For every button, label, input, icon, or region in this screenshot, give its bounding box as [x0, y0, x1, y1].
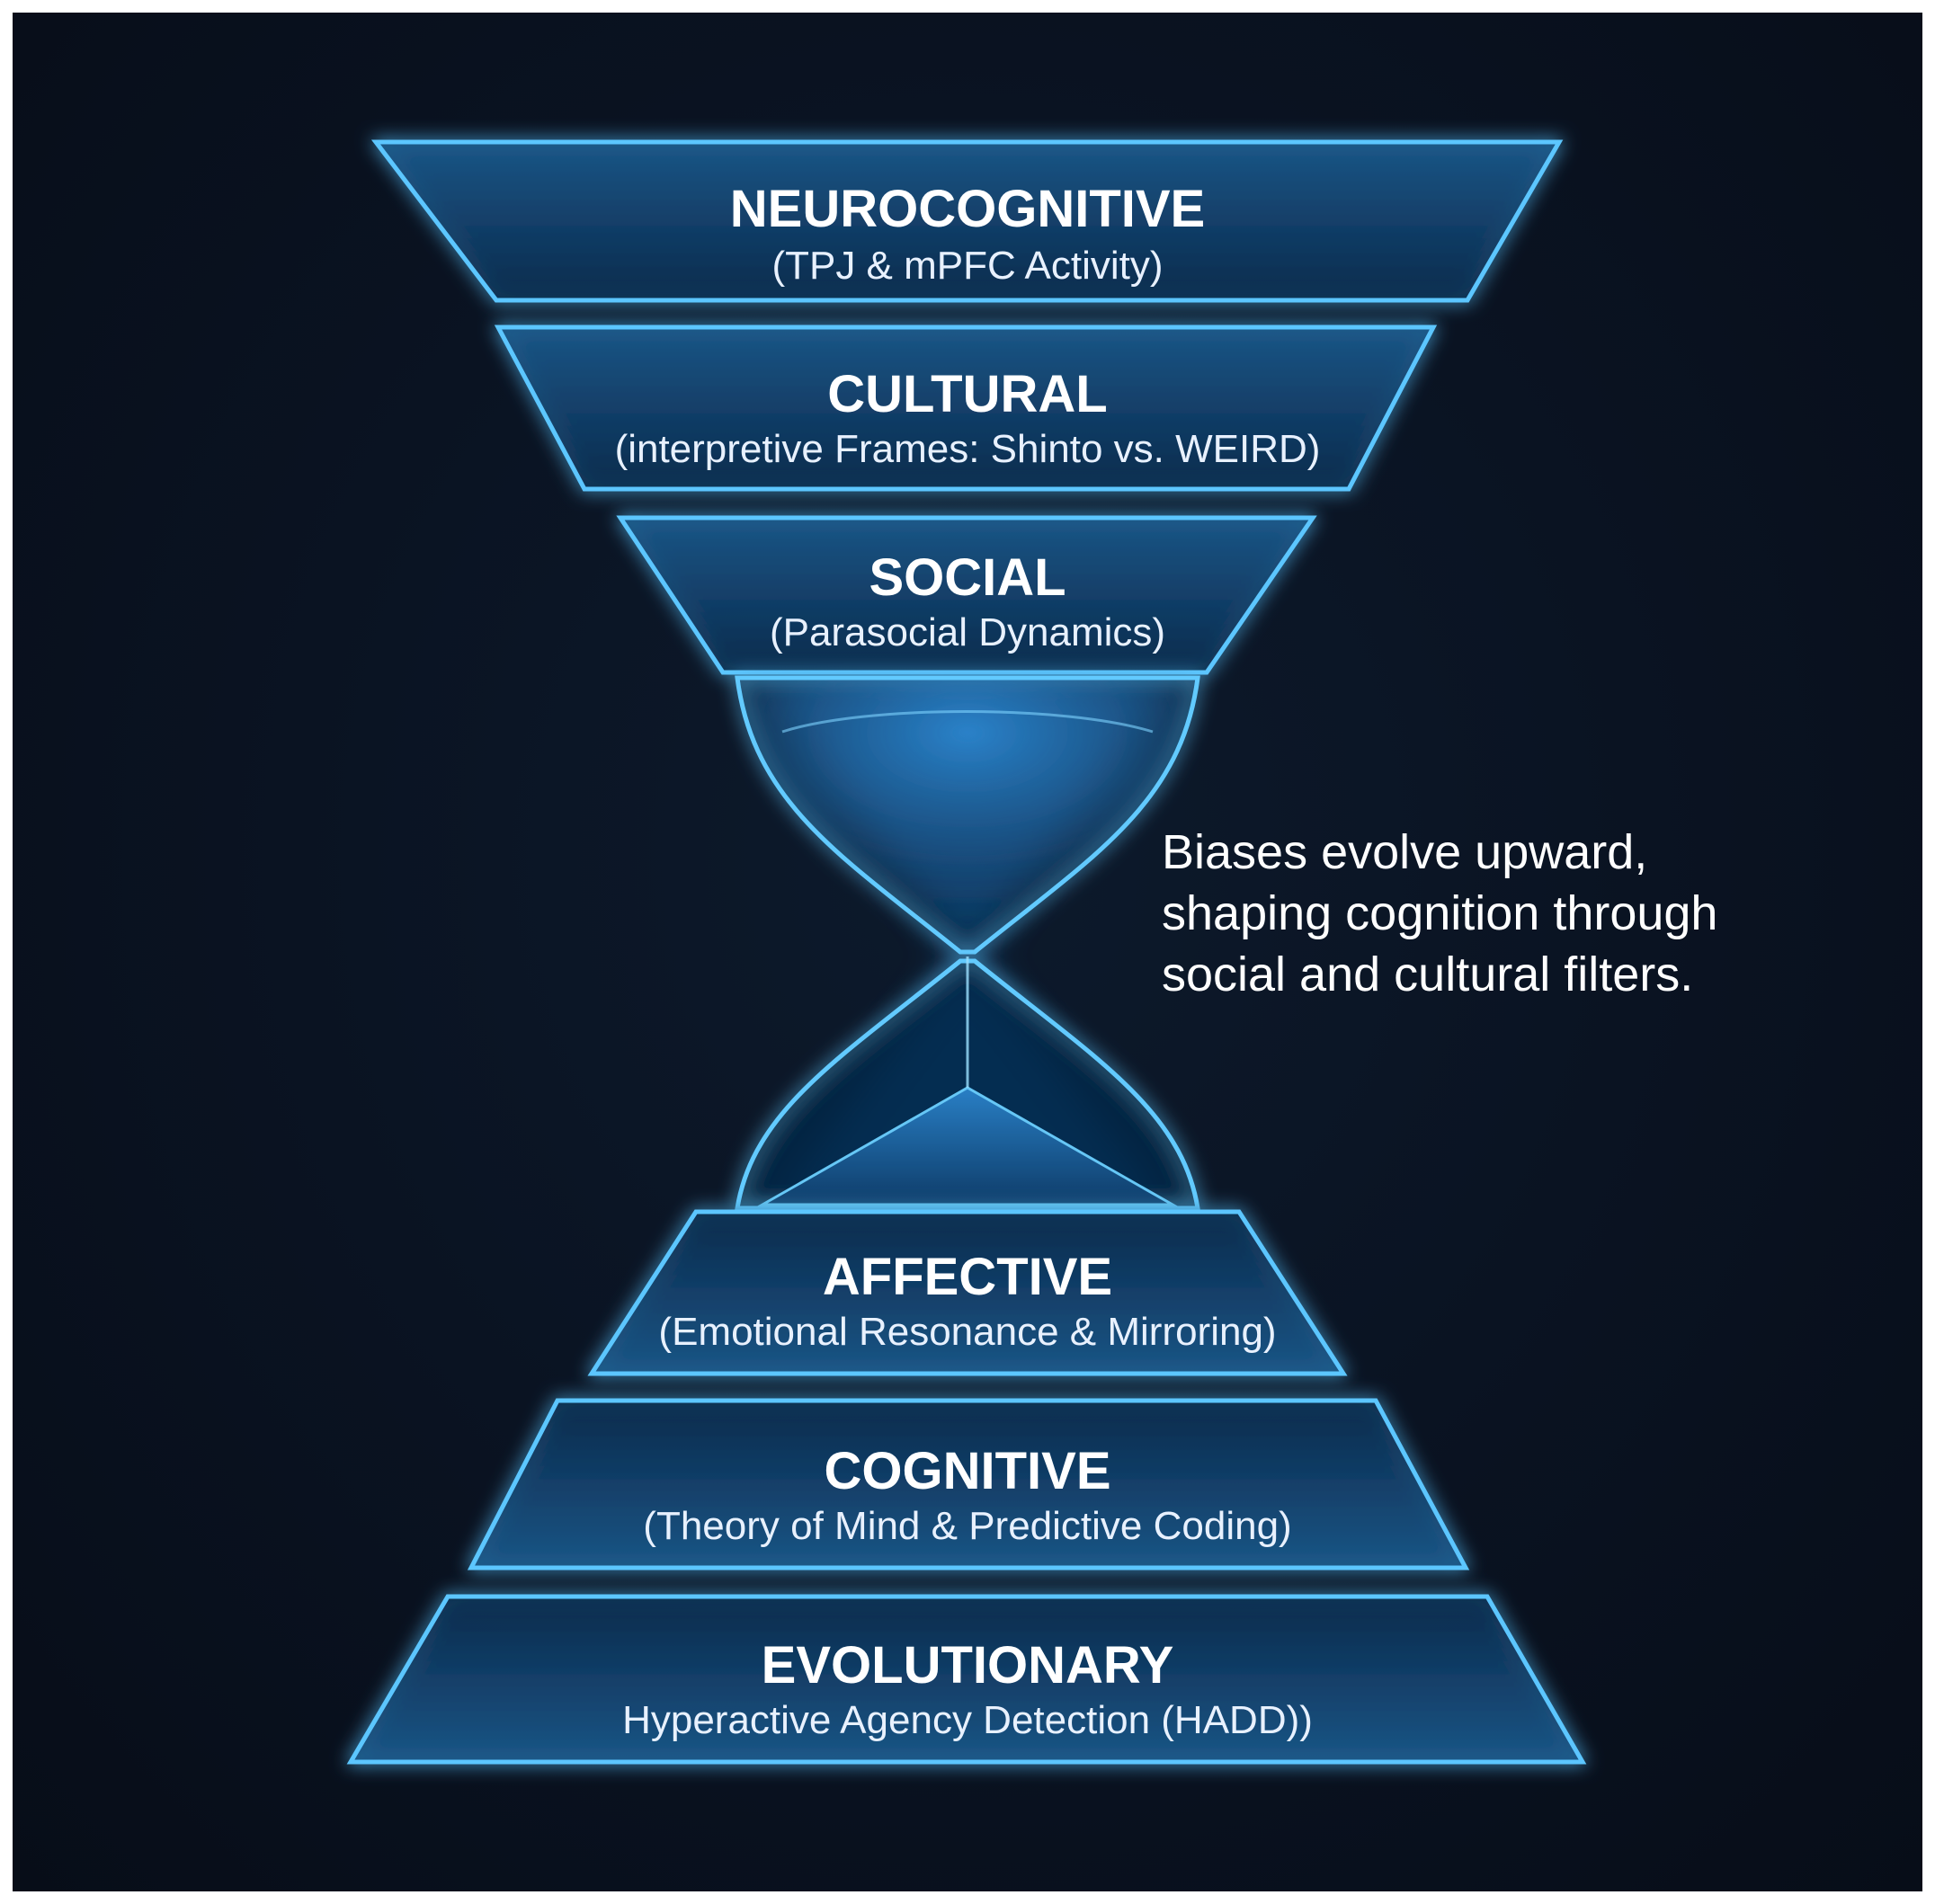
upper-sand-surface — [781, 710, 1154, 734]
layer-cultural: CULTURAL (interpretive Frames: Shinto vs… — [494, 325, 1438, 492]
layer-social-title: SOCIAL — [869, 548, 1066, 607]
layer-social-subtitle: (Parasocial Dynamics) — [770, 610, 1165, 654]
sand-pile — [757, 1086, 1178, 1206]
layer-cultural-subtitle: (interpretive Frames: Shinto vs. WEIRD) — [615, 427, 1321, 471]
layer-neurocognitive-title: NEUROCOGNITIVE — [730, 180, 1206, 238]
annotation-line-1: Biases evolve upward, — [1162, 825, 1647, 879]
layer-cognitive-subtitle: (Theory of Mind & Predictive Coding) — [643, 1504, 1291, 1548]
diagram-canvas: NEUROCOGNITIVE (TPJ & mPFC Activity) CUL… — [13, 13, 1922, 1891]
layer-affective-title: AFFECTIVE — [823, 1248, 1112, 1306]
hourglass-glass — [735, 675, 1200, 1211]
layer-evolutionary-panel — [346, 1594, 1587, 1765]
layer-cognitive: COGNITIVE (Theory of Mind & Predictive C… — [467, 1398, 1470, 1570]
annotation-line-3: social and cultural filters. — [1162, 948, 1693, 1001]
layer-cognitive-panel — [467, 1398, 1470, 1570]
layer-cognitive-title: COGNITIVE — [824, 1442, 1110, 1500]
layer-evolutionary: EVOLUTIONARY Hyperactive Agency Detectio… — [346, 1594, 1587, 1765]
layer-neurocognitive-panel — [370, 139, 1564, 303]
annotation-line-2: shaping cognition through — [1162, 886, 1717, 940]
layer-evolutionary-title: EVOLUTIONARY — [762, 1636, 1174, 1695]
layer-affective: AFFECTIVE (Emotional Resonance & Mirrori… — [587, 1209, 1348, 1376]
layer-neurocognitive: NEUROCOGNITIVE (TPJ & mPFC Activity) — [370, 139, 1564, 303]
layer-cultural-panel — [494, 325, 1438, 492]
layer-social-panel — [616, 515, 1317, 675]
annotation: Biases evolve upward, shaping cognition … — [1162, 825, 1717, 1001]
layer-affective-subtitle: (Emotional Resonance & Mirroring) — [658, 1310, 1276, 1354]
layer-social: SOCIAL (Parasocial Dynamics) — [616, 515, 1317, 675]
layer-evolutionary-subtitle: Hyperactive Agency Detection (HADD)) — [622, 1698, 1313, 1742]
hourglass-upper-bulb — [735, 675, 1200, 955]
hourglass-diagram: NEUROCOGNITIVE (TPJ & mPFC Activity) CUL… — [346, 139, 1717, 1765]
layer-cultural-title: CULTURAL — [827, 365, 1107, 423]
layer-affective-panel — [587, 1209, 1348, 1376]
layer-neurocognitive-subtitle: (TPJ & mPFC Activity) — [771, 244, 1163, 288]
